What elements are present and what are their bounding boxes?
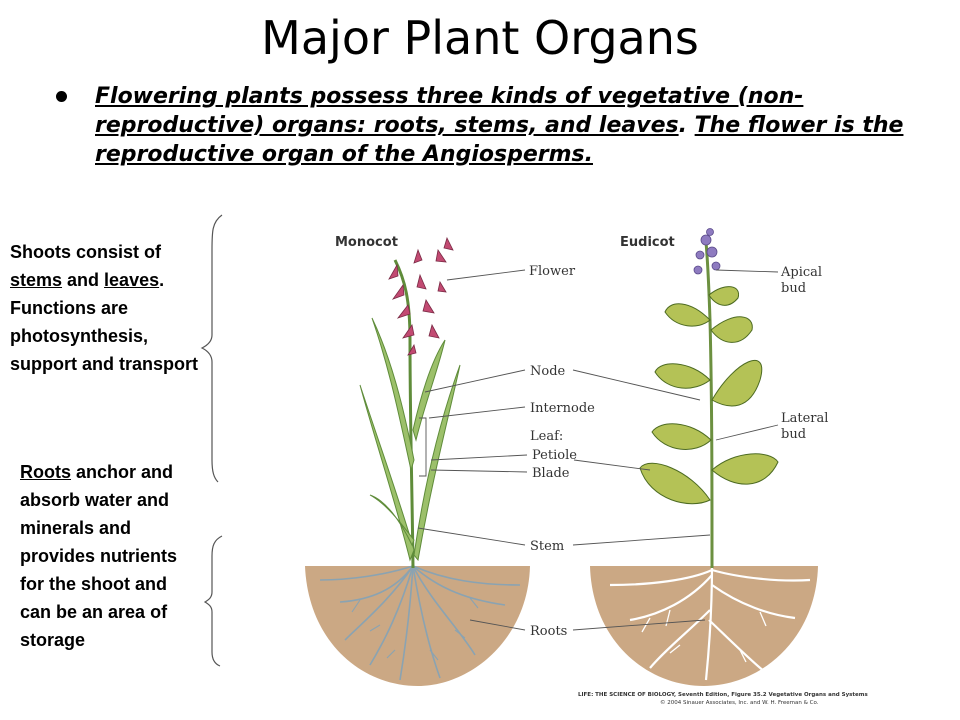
leaf-label: Leaf:: [530, 429, 563, 444]
lateral-bud-label-line1: Lateral: [781, 411, 828, 426]
copyright-line: © 2004 Sinauer Associates, Inc. and W. H…: [660, 699, 819, 706]
root-brace: [203, 535, 223, 667]
apical-bud-label-line1: Apical: [780, 265, 822, 280]
root-note: Roots anchor and absorb water and minera…: [20, 458, 198, 654]
figure-credit: LIFE: THE SCIENCE OF BIOLOGY, Seventh Ed…: [578, 692, 869, 698]
intro-bullet: Flowering plants possess three kinds of …: [56, 82, 916, 169]
slide-title: Major Plant Organs: [261, 11, 699, 65]
petiole-label: Petiole: [532, 448, 577, 463]
shoot-note: Shoots consist of stems and leaves. Func…: [10, 238, 200, 378]
root-note-roots: Roots: [20, 462, 71, 482]
eudicot-stem: [704, 241, 714, 569]
monocot-leaves: [359, 317, 461, 562]
bullet-part1: Flowering plants possess three kinds of …: [95, 84, 804, 138]
apical-bud-label-line2: bud: [781, 281, 806, 296]
shoot-note-text2: and: [62, 270, 105, 290]
monocot-roots: [319, 565, 521, 681]
lateral-bud-label-line2: bud: [781, 427, 806, 442]
eudicot-roots: [609, 565, 811, 681]
monocot-soil: [305, 566, 530, 686]
stem-label: Stem: [530, 539, 564, 554]
monocot-flowers: [388, 236, 454, 356]
flower-label: Flower: [529, 264, 576, 279]
shoot-brace: [200, 214, 223, 483]
shoot-note-text1: Shoots consist of: [10, 242, 162, 262]
root-note-text: anchor and absorb water and minerals and…: [20, 462, 178, 650]
bullet-separator: .: [678, 113, 695, 138]
bullet-part2: The flower is the reproductive organ of …: [95, 113, 904, 167]
node-label: Node: [530, 364, 566, 379]
roots-label: Roots: [530, 624, 567, 639]
shoot-note-stems: stems: [10, 270, 63, 290]
eudicot-soil: [590, 566, 818, 686]
blade-label: Blade: [532, 466, 570, 481]
shoot-note-text3: . Functions are photosynthesis, support …: [10, 270, 198, 374]
shoot-note-leaves: leaves: [104, 270, 160, 290]
leader-lines: [417, 269, 779, 631]
eudicot-heading: Eudicot: [620, 235, 675, 250]
monocot-heading: Monocot: [335, 235, 398, 250]
eudicot-flowers: [693, 228, 721, 275]
internode-label: Internode: [530, 401, 595, 416]
intro-bullet-text: Flowering plants possess three kinds of …: [95, 82, 916, 169]
eudicot-leaves: [639, 286, 779, 505]
monocot-stem: [393, 259, 415, 569]
bullet-dot: [56, 91, 67, 102]
